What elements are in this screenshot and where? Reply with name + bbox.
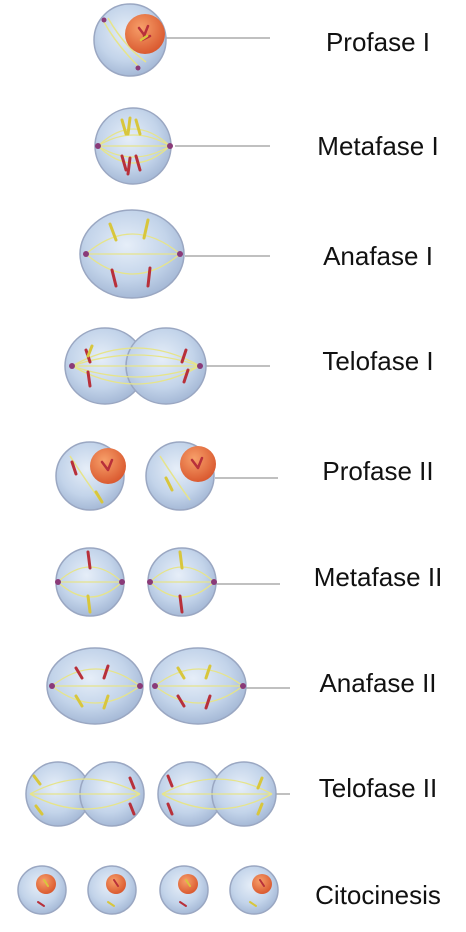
label-metafase-2: Metafase II [290, 562, 466, 592]
cell-metafase-2 [55, 548, 280, 616]
label-metafase-1: Metafase I [290, 131, 466, 161]
label-telofase-2: Telofase II [290, 773, 466, 803]
cell-telofase-1 [65, 328, 270, 404]
label-anafase-2: Anafase II [290, 668, 466, 698]
cell-citocinesis [18, 866, 278, 914]
cell-metafase-1 [95, 108, 270, 184]
cell-anafase-2 [47, 648, 290, 724]
label-anafase-1: Anafase I [290, 241, 466, 271]
cell-telofase-2 [26, 762, 290, 826]
cell-profase-1 [94, 4, 270, 76]
cell-anafase-1 [80, 210, 270, 298]
label-profase-2: Profase II [290, 456, 466, 486]
cell-profase-2 [56, 442, 278, 510]
label-profase-1: Profase I [290, 27, 466, 57]
label-telofase-1: Telofase I [290, 346, 466, 376]
label-citocinesis: Citocinesis [290, 880, 466, 910]
